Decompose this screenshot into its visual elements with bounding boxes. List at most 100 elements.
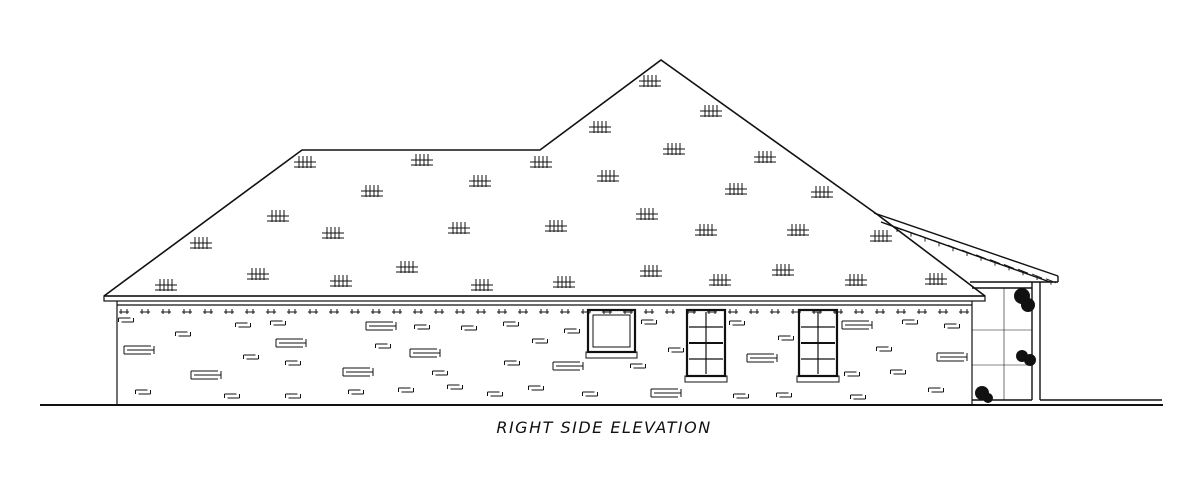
shingle-mark xyxy=(294,156,316,168)
brick-mark xyxy=(398,387,414,393)
brick-mark xyxy=(461,325,477,331)
brick-mark xyxy=(135,389,151,395)
brick-mark xyxy=(776,392,792,398)
shingle-mark xyxy=(155,279,177,291)
shingle-mark xyxy=(709,274,731,286)
brick-mark xyxy=(409,348,441,358)
shingle-mark xyxy=(811,186,833,198)
shrub xyxy=(1024,354,1036,366)
soffit-vent xyxy=(644,309,654,314)
soffit-vent xyxy=(161,309,171,314)
soffit-vent xyxy=(959,309,969,314)
shingle-mark xyxy=(695,224,717,236)
soffit-vent xyxy=(140,309,150,314)
brick-mark xyxy=(552,361,584,371)
brick-mark xyxy=(342,367,374,377)
brick-mark xyxy=(175,331,191,337)
shrubs xyxy=(975,288,1036,403)
brick-mark xyxy=(746,353,778,363)
brick-marks xyxy=(118,317,968,400)
soffit-vents xyxy=(119,309,969,314)
soffit-vent xyxy=(329,309,339,314)
shingle-mark xyxy=(530,156,552,168)
brick-mark xyxy=(285,393,301,399)
brick-mark xyxy=(902,319,918,325)
brick-mark xyxy=(528,385,544,391)
brick-mark xyxy=(641,319,657,325)
brick-mark xyxy=(841,320,873,330)
brick-mark xyxy=(890,369,906,375)
shingle-mark xyxy=(870,230,892,242)
soffit-vent xyxy=(539,309,549,314)
shingle-mark xyxy=(663,143,685,155)
shingle-mark xyxy=(772,264,794,276)
shingle-mark xyxy=(448,222,470,234)
porch-roof-shingles xyxy=(891,225,1057,285)
soffit-vent xyxy=(434,309,444,314)
brick-mark xyxy=(729,320,745,326)
shingle-mark xyxy=(471,279,493,291)
brick-mark xyxy=(447,384,463,390)
shingle-mark xyxy=(247,268,269,280)
shingle-mark xyxy=(190,237,212,249)
soffit-vent xyxy=(392,309,402,314)
soffit-vent xyxy=(287,309,297,314)
soffit-vent xyxy=(917,309,927,314)
soffit-vent xyxy=(875,309,885,314)
soffit-vent xyxy=(749,309,759,314)
shingle-mark xyxy=(597,170,619,182)
shingle-mark xyxy=(322,227,344,239)
brick-mark xyxy=(928,387,944,393)
soffit-vent xyxy=(182,309,192,314)
brick-mark xyxy=(365,321,397,331)
brick-mark xyxy=(564,328,580,334)
soffit-vent xyxy=(350,309,360,314)
soffit-vent xyxy=(497,309,507,314)
brick-mark xyxy=(504,360,520,366)
soffit-vent xyxy=(518,309,528,314)
brick-mark xyxy=(532,338,548,344)
brick-mark xyxy=(275,338,307,348)
soffit-vent xyxy=(203,309,213,314)
soffit-vent xyxy=(770,309,780,314)
brick-mark xyxy=(778,335,794,341)
brick-mark xyxy=(936,352,968,362)
brick-mark xyxy=(487,391,503,397)
soffit-vent xyxy=(119,309,129,314)
brick-mark xyxy=(733,393,749,399)
brick-mark xyxy=(224,393,240,399)
double-hung-window-left xyxy=(684,308,728,383)
soffit-vent xyxy=(413,309,423,314)
shingle-mark xyxy=(267,210,289,222)
shingle-mark xyxy=(725,183,747,195)
soffit-vent xyxy=(476,309,486,314)
shingle-mark xyxy=(700,105,722,117)
soffit-vent xyxy=(224,309,234,314)
soffit-vent xyxy=(938,309,948,314)
small-window xyxy=(585,308,638,359)
brick-mark xyxy=(285,360,301,366)
double-hung-window-right xyxy=(796,308,840,383)
brick-mark xyxy=(650,388,682,398)
brick-mark xyxy=(844,371,860,377)
brick-mark xyxy=(190,370,222,380)
brick-mark xyxy=(270,320,286,326)
shingle-mark xyxy=(636,208,658,220)
brick-mark xyxy=(503,321,519,327)
brick-mark xyxy=(414,324,430,330)
shingle-mark xyxy=(411,154,433,166)
shingle-mark xyxy=(925,273,947,285)
shrub xyxy=(983,393,993,403)
soffit-vent xyxy=(266,309,276,314)
shingle-mark xyxy=(553,276,575,288)
shingle-mark xyxy=(640,265,662,277)
elevation-caption: RIGHT SIDE ELEVATION xyxy=(496,418,712,437)
soffit-vent xyxy=(308,309,318,314)
main-hip-roof xyxy=(103,59,986,297)
shingle-mark xyxy=(639,75,661,87)
brick-mark xyxy=(243,354,259,360)
brick-mark xyxy=(630,363,646,369)
brick-mark xyxy=(876,346,892,352)
soffit-vent xyxy=(896,309,906,314)
